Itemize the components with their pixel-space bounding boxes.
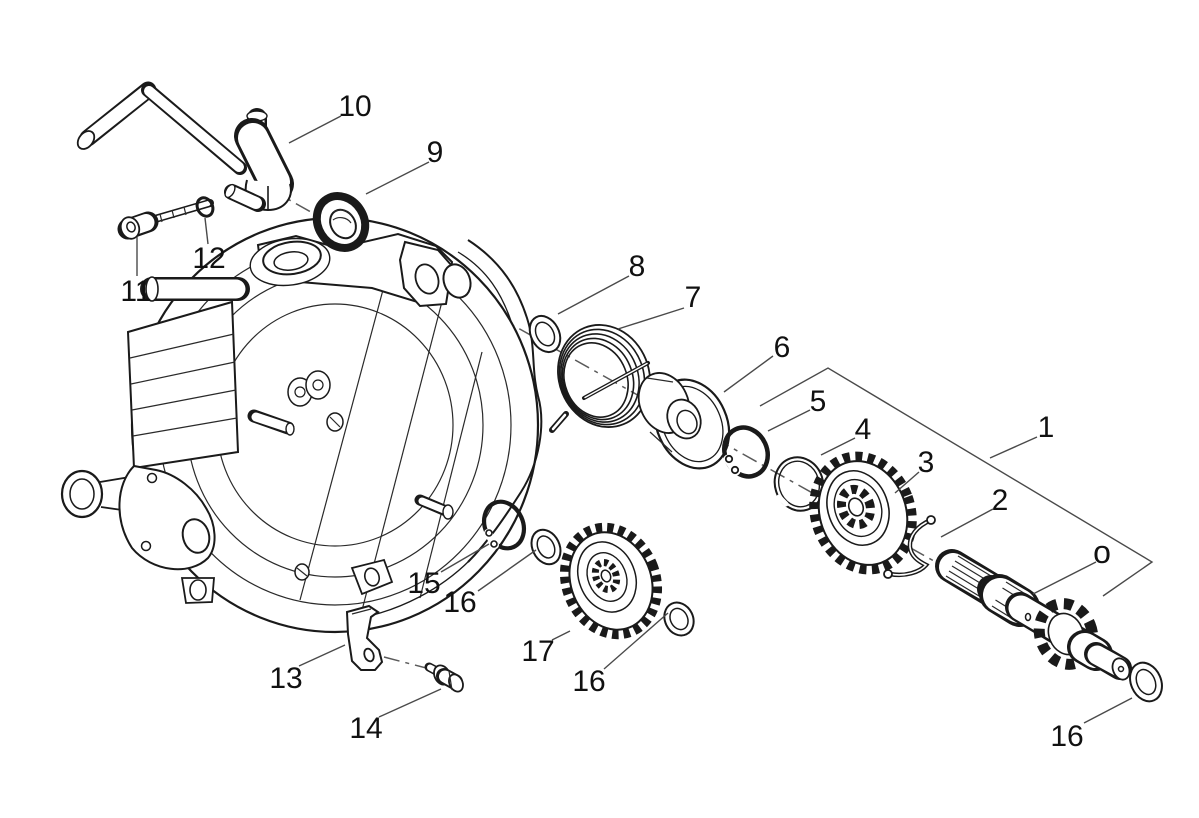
part-label-4: 4 [855,413,872,446]
part-label-3: 3 [918,446,935,479]
flange-bolt [424,662,464,693]
washer-16-middle [663,601,695,637]
part-label-16b: 16 [572,665,605,698]
oil-seal [312,192,370,252]
part-label-15: 15 [407,567,440,600]
o-ring [195,196,215,218]
part-label-5: 5 [810,385,827,418]
part-labels: 1 2 3 4 5 6 7 8 9 10 11 12 13 14 15 16 1… [120,90,1110,753]
washer-16-left [530,528,562,566]
part-label-2: 2 [992,484,1009,517]
part-label-12: 12 [192,242,225,275]
part-label-6: 6 [774,331,791,364]
circlip-5 [722,425,770,479]
leader-lines [136,115,1133,724]
part-label-16c: 16 [1050,720,1083,753]
part-label-17: 17 [521,635,554,668]
part-label-8: 8 [629,250,646,283]
washer-8 [528,314,562,354]
part-label-9: 9 [427,136,444,169]
assembly-bracket [759,367,1154,597]
part-label-14: 14 [349,712,382,745]
idle-gear [559,522,663,640]
kick-gear [809,451,917,575]
part-label-10: 10 [338,90,371,123]
spring-retainer [637,372,731,470]
stop-bracket [345,604,384,671]
crankcase-cover [60,216,543,634]
part-label-o: o [1093,534,1111,570]
kick-start-lever [76,81,294,212]
part-label-13: 13 [269,662,302,695]
washer-16-right [1129,661,1163,703]
part-label-1: 1 [1038,411,1055,444]
part-label-11: 11 [120,275,151,308]
part-label-7: 7 [685,281,702,314]
circlip-15 [481,499,527,551]
return-spring [549,324,651,433]
kick-start-shaft [935,549,1132,681]
ratchet-clip [883,515,936,579]
part-label-16a: 16 [443,586,476,619]
